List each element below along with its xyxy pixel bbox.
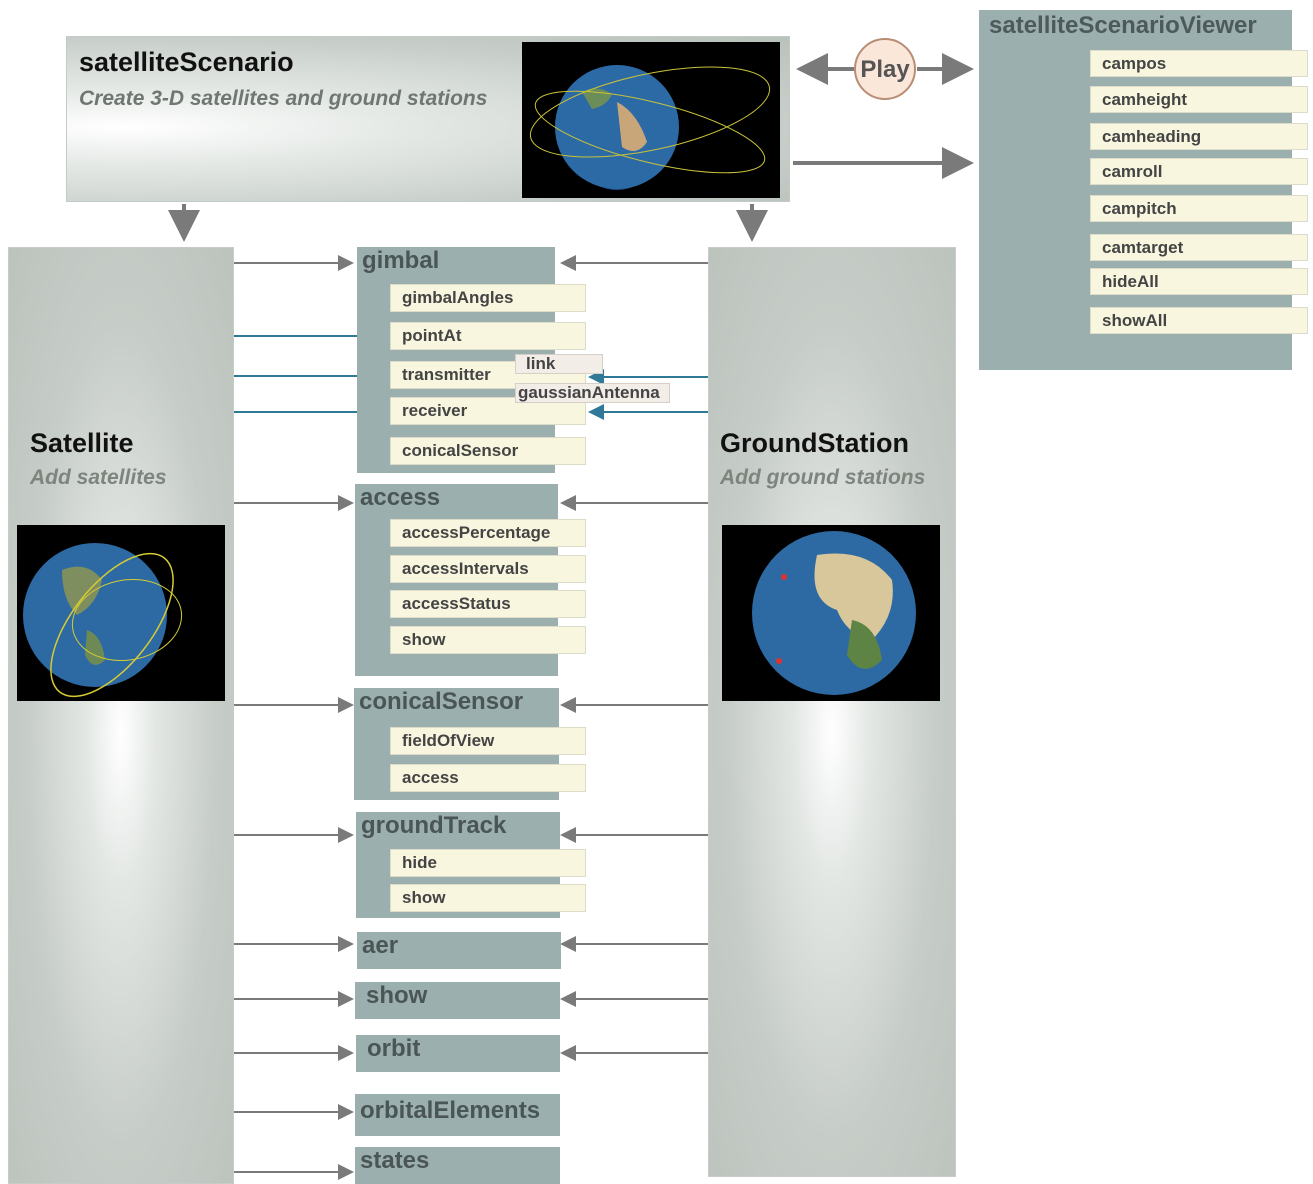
gimbal-title: gimbal	[362, 247, 440, 274]
method-show[interactable]: show	[355, 982, 560, 1019]
satellite-scenario-panel: satelliteScenario Create 3-D satellites …	[66, 36, 790, 202]
satellite-globe-image	[17, 525, 225, 701]
satellite-subtitle: Add satellites	[30, 466, 167, 489]
access-item-percentage[interactable]: accessPercentage	[390, 519, 586, 547]
groundstation-title: GroundStation	[720, 428, 909, 458]
method-orbit[interactable]: orbit	[356, 1035, 560, 1072]
groundtrack-title: groundTrack	[361, 812, 507, 839]
access-item-intervals[interactable]: accessIntervals	[390, 555, 586, 583]
conicalsensor-title: conicalSensor	[359, 688, 524, 715]
method-states-label: states	[360, 1147, 430, 1174]
gimbal-item-receiver[interactable]: receiver	[390, 397, 586, 425]
conicalsensor-item-fieldofview[interactable]: fieldOfView	[390, 727, 586, 755]
gimbal-item-conicalsensor[interactable]: conicalSensor	[390, 437, 586, 465]
viewer-title: satelliteScenarioViewer	[989, 12, 1257, 39]
viewer-item-camtarget[interactable]: camtarget	[1090, 234, 1308, 261]
conicalsensor-item-access[interactable]: access	[390, 764, 586, 792]
method-orbitalelements-label: orbitalElements	[360, 1097, 541, 1124]
access-title: access	[360, 484, 441, 511]
method-states[interactable]: states	[355, 1147, 560, 1184]
play-button[interactable]: Play	[854, 38, 916, 100]
groundstation-subtitle: Add ground stations	[720, 466, 926, 489]
gaussian-antenna-tag[interactable]: gaussianAntenna	[515, 383, 670, 403]
groundstation-globe-image	[722, 525, 940, 701]
scenario-title: satelliteScenario	[79, 47, 294, 77]
viewer-item-campitch[interactable]: campitch	[1090, 195, 1308, 222]
groundtrack-item-hide[interactable]: hide	[390, 849, 586, 877]
viewer-item-camheight[interactable]: camheight	[1090, 86, 1308, 113]
scenario-subtitle: Create 3-D satellites and ground station…	[79, 87, 488, 110]
groundtrack-item-show[interactable]: show	[390, 884, 586, 912]
viewer-item-camroll[interactable]: camroll	[1090, 158, 1308, 185]
viewer-item-campos[interactable]: campos	[1090, 50, 1308, 77]
satellite-panel: Satellite Add satellites	[8, 247, 234, 1184]
viewer-item-camheading[interactable]: camheading	[1090, 123, 1308, 150]
access-item-show[interactable]: show	[390, 626, 586, 654]
link-tag[interactable]: link	[515, 354, 603, 374]
method-orbit-label: orbit	[367, 1035, 421, 1062]
gimbal-item-gimbalangles[interactable]: gimbalAngles	[390, 284, 586, 312]
method-aer[interactable]: aer	[357, 932, 561, 969]
gimbal-item-pointat[interactable]: pointAt	[390, 322, 586, 350]
satellite-title: Satellite	[30, 428, 134, 458]
groundstation-panel: GroundStation Add ground stations	[708, 247, 956, 1177]
viewer-item-hideall[interactable]: hideAll	[1090, 268, 1308, 295]
method-aer-label: aer	[362, 932, 399, 959]
viewer-item-showall[interactable]: showAll	[1090, 307, 1308, 334]
satellite-scenario-viewer-panel: satelliteScenarioViewer campos camheight…	[979, 10, 1308, 370]
scenario-globe-image	[522, 42, 780, 198]
method-orbitalelements[interactable]: orbitalElements	[355, 1094, 560, 1136]
method-show-label: show	[366, 982, 428, 1009]
access-item-status[interactable]: accessStatus	[390, 590, 586, 618]
